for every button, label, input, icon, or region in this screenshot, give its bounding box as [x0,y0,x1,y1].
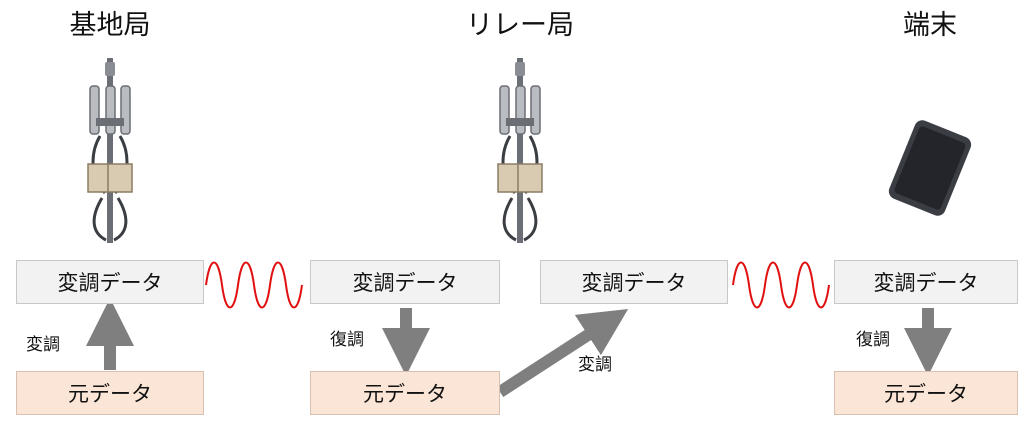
radio-wave-relay-to-terminal [732,261,830,309]
antenna-tower-icon [87,58,133,243]
terminal-modulated-data-box: 変調データ [834,260,1018,304]
modulate-arrow-relay [496,308,629,398]
base-modulated-data-box: 変調データ [16,260,204,304]
terminal-title: 端末 [903,10,957,41]
smartphone-icon [888,120,972,216]
relay-station-title: リレー局 [466,10,574,41]
relay-received-modulated-data-box: 変調データ [310,260,500,304]
base-modulate-label: 変調 [26,335,60,355]
base-station-title: 基地局 [69,10,151,41]
relay-remodulated-data-box: 変調データ [540,260,728,304]
terminal-demodulate-label: 復調 [856,330,890,350]
antenna-tower-icon [497,58,543,243]
relay-original-data-box: 元データ [310,371,500,415]
terminal-original-data-box: 元データ [834,371,1018,415]
relay-modulate-label: 変調 [578,355,612,375]
radio-wave-base-to-relay [205,261,303,309]
relay-demodulate-label: 復調 [330,330,364,350]
base-original-data-box: 元データ [16,371,204,415]
